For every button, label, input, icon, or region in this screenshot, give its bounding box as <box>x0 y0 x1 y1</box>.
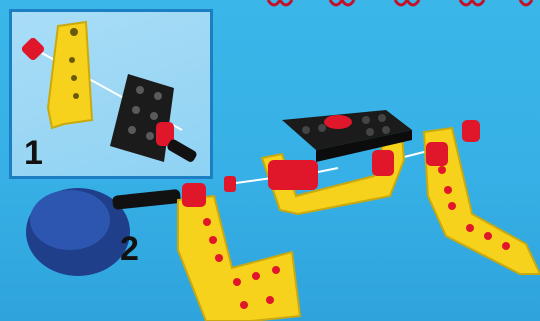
center-u-bracket <box>262 110 412 214</box>
red-spiral-icon <box>268 0 532 5</box>
step-2-number: 2 <box>120 232 139 266</box>
screwdriver-icon <box>26 188 181 276</box>
right-yellow-bracket <box>424 120 540 274</box>
red-nut-icon <box>182 183 206 207</box>
step-1-number: 1 <box>24 136 43 170</box>
red-nut-icon <box>20 36 45 61</box>
